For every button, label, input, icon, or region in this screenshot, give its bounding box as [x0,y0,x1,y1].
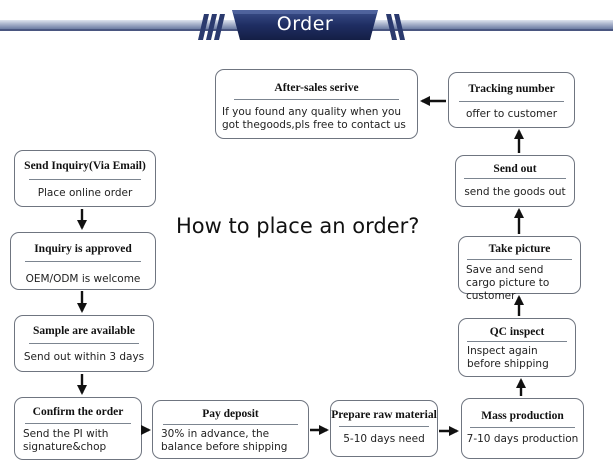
step-description: send the goods out [464,186,566,198]
step-description: Send the PI with signature&chop [23,428,109,453]
step-title: QC inspect [489,326,545,338]
divider [234,99,399,100]
step-title: Take picture [488,243,551,255]
step-after-sales: After-sales serive If you found any qual… [215,69,418,139]
step-title: Send out [493,163,537,175]
step-inquiry-approved: Inquiry is approved OEM/ODM is welcome [10,232,156,290]
step-title: Pay deposit [202,408,259,420]
step-description: Place online order [37,187,133,199]
divider [470,427,575,428]
header-title: Order [276,13,334,35]
step-description: If you found any quality when you got th… [222,106,406,131]
divider [339,426,429,427]
step-qc-inspect: QC inspect Inspect again before shipping [458,318,576,377]
step-description: Inspect again before shipping [467,345,549,370]
step-title: Prepare raw material [331,409,437,421]
step-prepare-raw-material: Prepare raw material 5-10 days need [330,400,438,457]
step-description: offer to customer [465,108,558,120]
step-title: After-sales serive [274,82,359,94]
step-description: Save and send cargo picture to customer [466,264,550,302]
divider [464,178,566,179]
step-title: Confirm the order [32,406,124,418]
step-description: Send out within 3 days [23,351,145,363]
step-send-out: Send out send the goods out [455,155,575,207]
divider [163,424,298,425]
divider [459,101,564,102]
step-title: Inquiry is approved [34,243,132,255]
header-banner [0,10,613,40]
step-take-picture: Take picture Save and send cargo picture… [458,236,581,302]
step-description: 7-10 days production [466,433,579,445]
divider [29,179,141,180]
divider [25,423,131,424]
step-title: Tracking number [468,83,555,95]
divider [29,343,139,344]
step-description: 5-10 days need [343,433,425,445]
divider [467,259,572,260]
divider [25,261,141,262]
step-sample-available: Sample are available Send out within 3 d… [14,315,154,372]
step-confirm-order: Confirm the order Send the PI with signa… [14,397,142,460]
step-description: 30% in advance, the balance before shipp… [161,428,288,453]
step-mass-production: Mass production 7-10 days production [461,398,584,459]
step-tracking-number: Tracking number offer to customer [448,72,575,128]
step-title: Send Inquiry(Via Email) [24,160,146,172]
step-pay-deposit: Pay deposit 30% in advance, the balance … [152,400,309,459]
step-description: OEM/ODM is welcome [25,273,141,285]
center-question: How to place an order? [176,214,420,238]
divider [467,341,567,342]
step-title: Mass production [481,410,564,422]
step-send-inquiry: Send Inquiry(Via Email) Place online ord… [14,150,156,207]
step-title: Sample are available [32,325,135,337]
